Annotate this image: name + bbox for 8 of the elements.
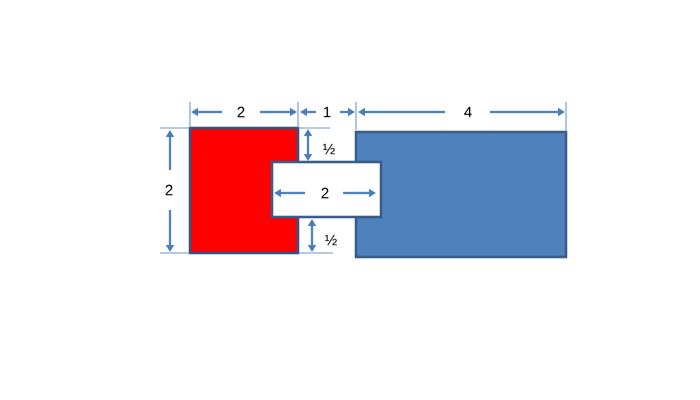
dimension-label: ½ (323, 144, 335, 154)
dimension-label: 2 (166, 184, 172, 196)
rectangle (270, 160, 382, 218)
dimension-label: ½ (325, 234, 337, 246)
rectangle (354, 130, 568, 258)
dimension-label: 2 (322, 188, 328, 198)
dimension-label: 1 (324, 106, 330, 118)
dimension-label: 4 (464, 106, 472, 118)
